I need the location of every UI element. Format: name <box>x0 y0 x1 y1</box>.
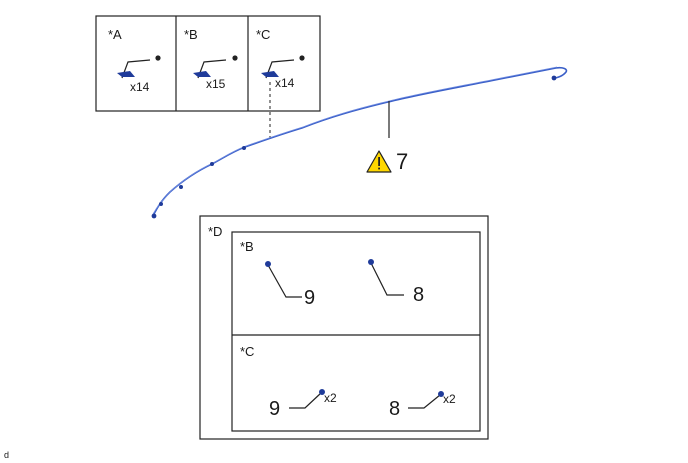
page-ref: d <box>4 450 10 460</box>
wire-harness <box>151 66 568 219</box>
clip-symbol-c <box>261 55 305 79</box>
bottom-panel-qty-9: x2 <box>324 391 337 405</box>
detail-box <box>199 215 489 440</box>
clip-9-top <box>265 261 302 298</box>
bottom-panel-callout-9: 9 <box>269 398 281 420</box>
legend-label-b: *B <box>184 27 198 42</box>
clip-symbol-b <box>193 55 238 79</box>
legend-qty-c: x14 <box>275 76 295 90</box>
bottom-panel-label: *C <box>240 344 255 359</box>
clip-9-bottom <box>289 389 325 409</box>
legend-qty-b: x15 <box>206 77 226 91</box>
warning-icon <box>366 150 392 173</box>
clip-8-bottom <box>408 391 444 409</box>
legend-label-a: *A <box>108 27 122 42</box>
top-panel-callout-9: 9 <box>304 287 316 309</box>
legend-qty-a: x14 <box>130 80 150 94</box>
bottom-panel-qty-8: x2 <box>443 392 456 406</box>
clip-symbol-a <box>117 55 161 79</box>
top-panel-label: *B <box>240 239 254 254</box>
main-callout-number: 7 <box>396 149 409 174</box>
top-panel-callout-8: 8 <box>413 284 425 306</box>
legend-table <box>95 15 321 112</box>
bottom-panel-callout-8: 8 <box>389 398 401 420</box>
legend-label-c: *C <box>256 27 271 42</box>
detail-box-label: *D <box>208 224 223 239</box>
clip-8-top <box>368 259 404 296</box>
